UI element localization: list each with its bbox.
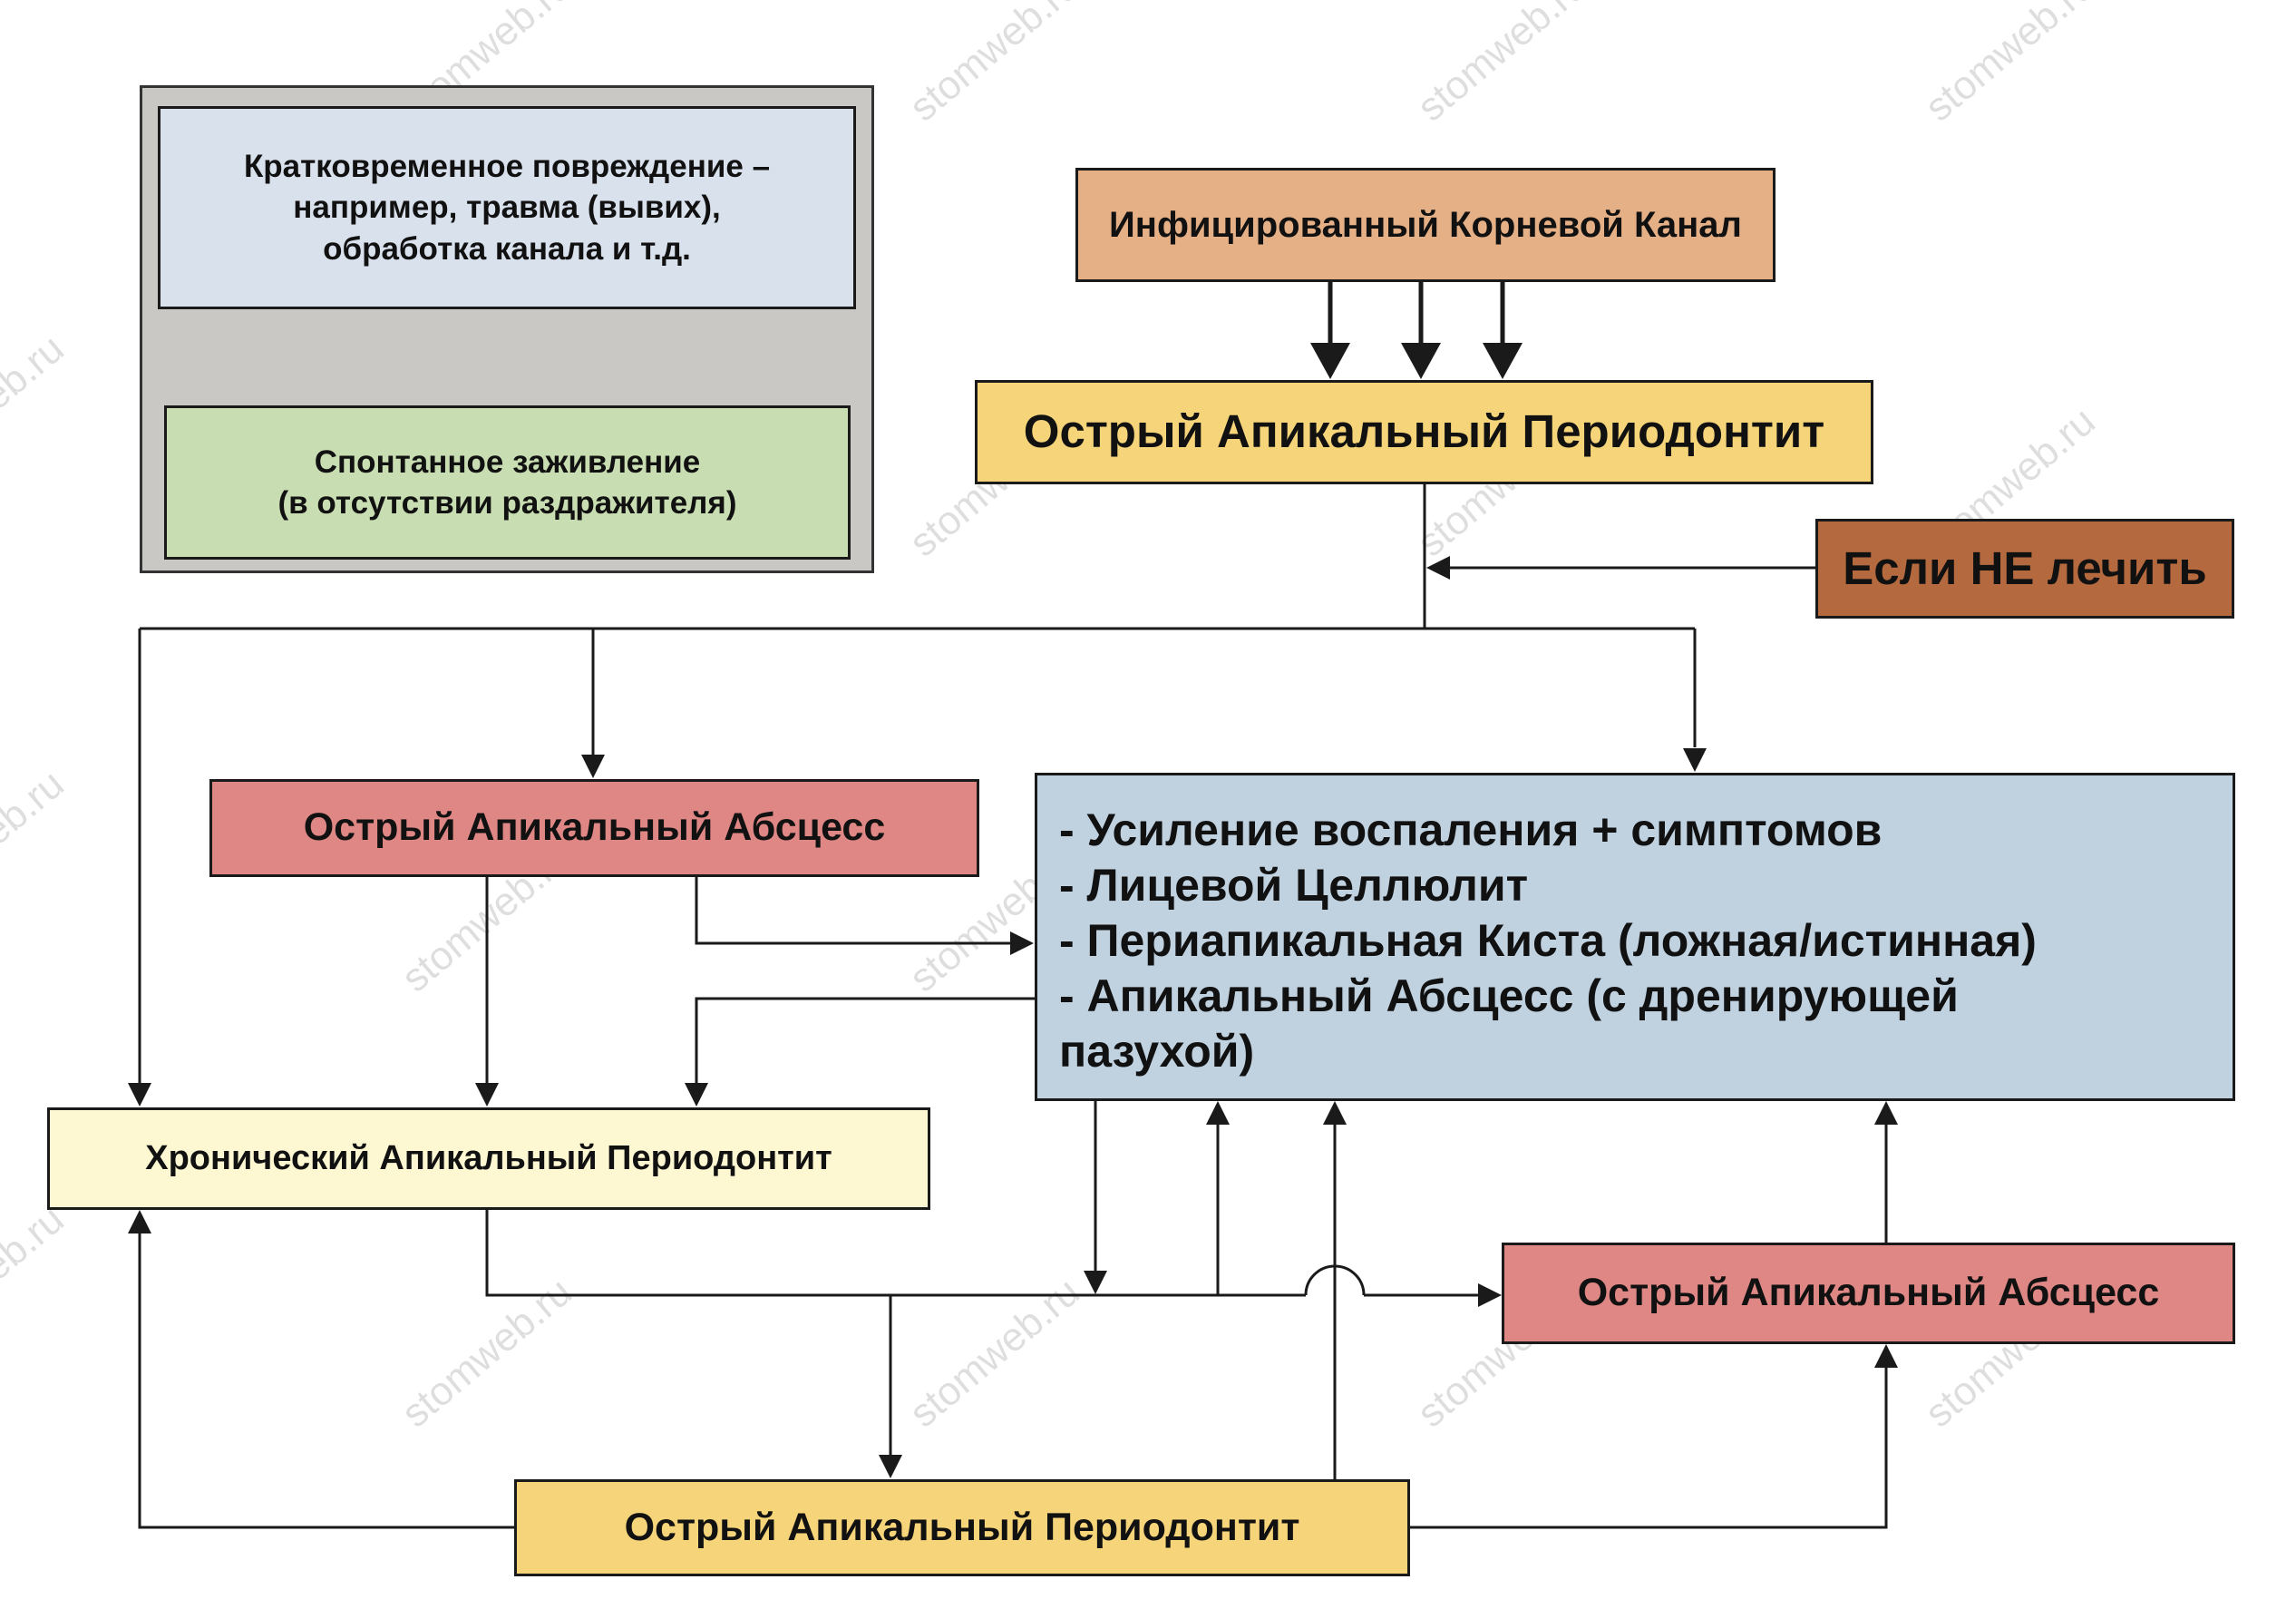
complications-to-chronic-arrowhead — [685, 1083, 708, 1107]
short-injury-line-3: обработка канала и т.д. — [323, 230, 691, 267]
up-to-complications-arrowhead — [1206, 1101, 1230, 1125]
healing-line-2: (в отсутствии раздражителя) — [277, 485, 737, 521]
chronic-to-abscess-arrowhead — [1478, 1283, 1502, 1307]
right-abscess-to-complications-arrowhead — [1874, 1101, 1898, 1125]
canal-to-periodontitis-arrowhead — [1401, 343, 1441, 379]
bottom-to-chronic-arrowhead — [128, 1210, 151, 1233]
to-complications-arrowhead — [1683, 748, 1707, 772]
short-injury-line-1: Кратковременное повреждение – — [243, 148, 771, 184]
if-not-treated-box: Если НЕ лечить — [1815, 519, 2234, 619]
canal-to-periodontitis-arrowhead — [1310, 343, 1350, 379]
infected-canal-box: Инфицированный Корневой Канал — [1075, 168, 1776, 282]
spontaneous-healing-box: Спонтанное заживление (в отсутствии разд… — [164, 405, 851, 560]
chronic-periodontitis-label: Хронический Апикальный Периодонтит — [145, 1138, 832, 1177]
complication-item-1: - Усиление воспаления + симптомов — [1059, 804, 1883, 855]
complication-item-5: пазухой) — [1059, 1026, 1255, 1077]
acute-periodontitis-bottom-label: Острый Апикальный Периодонтит — [624, 1505, 1300, 1549]
complication-item-3: - Периапикальная Киста (ложная/истинная) — [1059, 915, 2037, 966]
to-abscess-left-arrowhead — [581, 755, 605, 778]
bottom-to-right-abscess-line — [1410, 1368, 1888, 1529]
acute-periodontitis-top-box: Острый Апикальный Периодонтит — [975, 380, 1873, 484]
to-chronic-arrowhead — [128, 1083, 151, 1107]
chronic-periodontitis-box: Хронический Апикальный Периодонтит — [47, 1107, 930, 1210]
if-not-treated-label: Если НЕ лечить — [1843, 541, 2207, 594]
complication-item-2: - Лицевой Целлюлит — [1059, 860, 1529, 911]
acute-periodontitis-top-label: Острый Апикальный Периодонтит — [1023, 405, 1825, 458]
infected-canal-label: Инфицированный Корневой Канал — [1109, 205, 1742, 245]
short-injury-line-2: например, травма (вывих), — [293, 190, 721, 226]
complications-down-arrowhead — [1084, 1271, 1107, 1294]
acute-abscess-left-box: Острый Апикальный Абсцесс — [209, 779, 979, 877]
acute-periodontitis-bottom-box: Острый Апикальный Периодонтит — [514, 1479, 1410, 1576]
abscess-to-complications-line — [695, 877, 1010, 945]
bottom-to-complications-arrowhead — [1323, 1101, 1347, 1125]
to-bottom-periodontitis-arrowhead — [879, 1455, 902, 1478]
bottom-to-right-abscess-arrowhead — [1874, 1344, 1898, 1368]
acute-abscess-left-label: Острый Апикальный Абсцесс — [303, 805, 886, 850]
acute-abscess-right-box: Острый Апикальный Абсцесс — [1502, 1243, 2235, 1344]
bottom-to-chronic-line — [138, 1233, 514, 1529]
healing-line-1: Спонтанное заживление — [314, 444, 701, 480]
canal-to-periodontitis-arrowhead — [1483, 343, 1523, 379]
complication-item-4: - Апикальный Абсцесс (с дренирующей — [1059, 970, 1959, 1021]
abscess-to-complications-arrowhead — [1010, 931, 1034, 955]
not-treated-arrowhead — [1426, 556, 1450, 580]
chronic-to-abscess-line-a — [485, 1210, 1306, 1297]
complications-to-chronic-line — [695, 997, 1035, 1083]
short-term-injury-box: Кратковременное повреждение – например, … — [158, 106, 856, 309]
abscess-to-chronic-arrowhead — [475, 1083, 499, 1107]
complications-box: - Усиление воспаления + симптомов - Лице… — [1035, 773, 2235, 1101]
acute-abscess-right-label: Острый Апикальный Абсцесс — [1577, 1271, 2160, 1315]
